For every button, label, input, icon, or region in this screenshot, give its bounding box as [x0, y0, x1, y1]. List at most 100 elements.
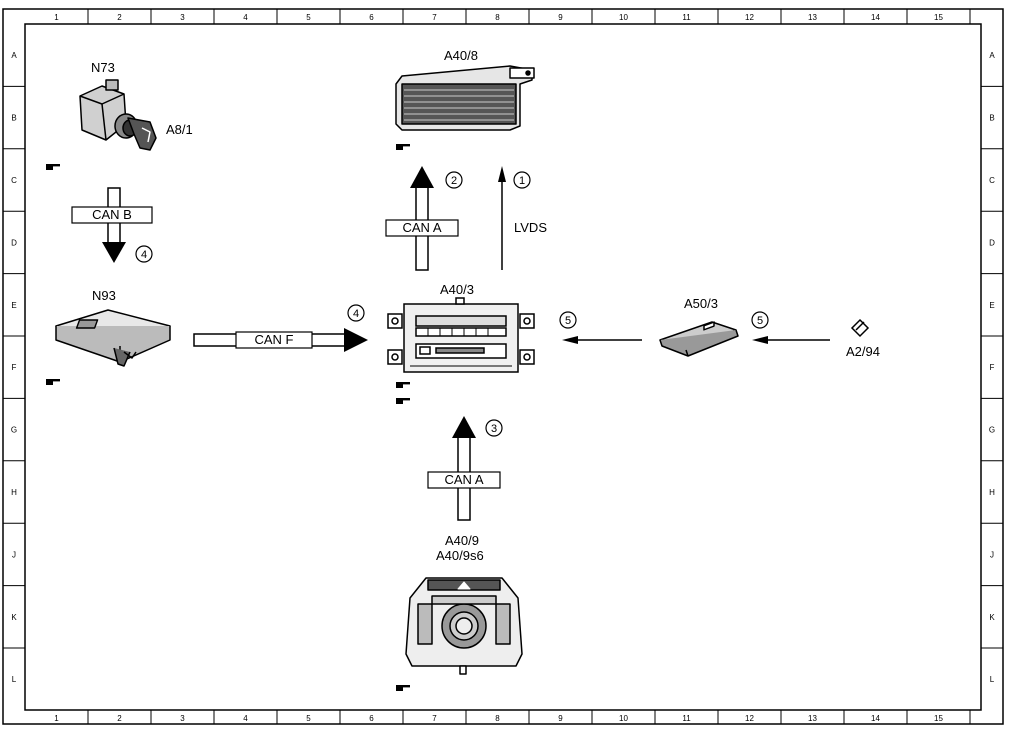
grid-row-label-left: H	[11, 488, 17, 497]
can-b-label: CAN B	[92, 207, 132, 222]
label-n93: N93	[92, 288, 116, 303]
can-a-top-connection: CAN A 2	[385, 166, 463, 271]
can-a-top-label-box	[385, 219, 459, 237]
grid-col-label-bottom: 1	[54, 714, 59, 723]
display-unit-icon	[395, 65, 535, 131]
control-unit-icon	[55, 309, 171, 367]
grid-row-label-left: D	[11, 238, 17, 247]
grid-col-label-bottom: 3	[180, 714, 185, 723]
antenna-module-icon	[659, 321, 739, 357]
ignition-switch-icon	[79, 79, 157, 151]
grid-col-label-top: 13	[808, 13, 817, 22]
can-f-label-box	[235, 331, 313, 349]
grid-row-label-right: E	[989, 301, 994, 310]
lvds-connection: LVDS 1	[498, 166, 547, 270]
callout-2: 2	[451, 175, 457, 187]
label-a40-8: A40/8	[444, 48, 478, 63]
line-5-right: 5	[751, 311, 830, 344]
pointing-hand-icon	[396, 382, 410, 388]
grid-row-label-left: E	[11, 301, 16, 310]
can-a-bottom-connection: CAN A 3	[427, 416, 503, 521]
label-a40-9: A40/9	[445, 533, 479, 548]
callout-1: 1	[519, 175, 525, 187]
grid-row-label-left: L	[12, 675, 17, 684]
grid-col-label-bottom: 6	[369, 714, 374, 723]
grid-row-label-left: J	[12, 550, 16, 559]
grid-row-label-right: L	[990, 675, 995, 684]
grid-row-label-left: A	[11, 51, 17, 60]
n93-module: N93	[46, 288, 171, 385]
outer-frame	[2, 8, 1004, 725]
grid-row-label-left: F	[12, 363, 17, 372]
a40-9-control-panel: A40/9 A40/9s6	[396, 533, 523, 691]
label-a50-3: A50/3	[684, 296, 718, 311]
grid-col-label-top: 4	[243, 13, 248, 22]
pointing-hand-icon	[46, 379, 60, 385]
grid-col-label-bottom: 15	[934, 714, 943, 723]
label-a40-9s6: A40/9s6	[436, 548, 484, 563]
grid-row-label-right: D	[989, 238, 995, 247]
grid-col-label-bottom: 11	[682, 714, 691, 723]
grid-col-label-top: 7	[432, 13, 437, 22]
a50-3-module: A50/3	[659, 296, 739, 357]
label-a8-1: A8/1	[166, 122, 193, 137]
grid-col-label-top: 3	[180, 13, 185, 22]
n73-ignition-switch: N73 A8/1	[46, 60, 193, 170]
antenna-symbol-icon	[850, 318, 870, 338]
callout-4-mid: 4	[353, 308, 359, 320]
can-a-bottom-label-box	[427, 471, 501, 489]
grid-col-label-bottom: 14	[871, 714, 880, 723]
can-f-label: CAN F	[255, 332, 294, 347]
label-n73: N73	[91, 60, 115, 75]
can-a-bottom-label: CAN A	[444, 472, 483, 487]
grid-col-label-top: 5	[306, 13, 311, 22]
grid-row-label-right: A	[989, 51, 995, 60]
label-a2-94: A2/94	[846, 344, 880, 359]
grid-col-label-bottom: 10	[619, 714, 628, 723]
pointing-hand-icon	[396, 144, 410, 150]
can-b-label-box	[71, 206, 153, 224]
grid-col-label-top: 2	[117, 13, 122, 22]
grid-col-label-top: 10	[619, 13, 628, 22]
grid-col-label-bottom: 8	[495, 714, 500, 723]
grid-row-label-left: B	[11, 114, 16, 123]
grid-row-label-right: F	[990, 363, 995, 372]
callout-4-left: 4	[141, 249, 147, 261]
can-b-connection: CAN B 4	[71, 187, 153, 263]
lvds-label: LVDS	[514, 220, 547, 235]
grid-col-label-top: 6	[369, 13, 374, 22]
grid-row-label-left: G	[11, 426, 17, 435]
grid-col-label-bottom: 9	[558, 714, 563, 723]
grid-col-label-bottom: 13	[808, 714, 817, 723]
grid-col-label-top: 9	[558, 13, 563, 22]
a40-3-head-unit: A40/3	[387, 282, 535, 404]
pointing-hand-icon	[396, 685, 410, 691]
can-f-connection: CAN F 4	[193, 304, 368, 352]
label-a40-3: A40/3	[440, 282, 474, 297]
grid-row-label-right: H	[989, 488, 995, 497]
a40-8-display: A40/8	[395, 48, 535, 150]
grid-col-label-top: 14	[871, 13, 880, 22]
callout-5-right: 5	[757, 315, 763, 327]
grid-col-label-bottom: 4	[243, 714, 248, 723]
grid-col-label-top: 11	[682, 13, 691, 22]
grid-row-label-left: C	[11, 176, 17, 185]
grid-col-label-top: 8	[495, 13, 500, 22]
grid-row-label-left: K	[11, 613, 17, 622]
grid-row-label-right: B	[989, 114, 994, 123]
grid-ticks	[3, 9, 1003, 724]
grid-col-label-top: 1	[54, 13, 59, 22]
grid-col-label-bottom: 5	[306, 714, 311, 723]
pointing-hand-icon	[396, 398, 410, 404]
inner-frame	[24, 23, 982, 711]
grid-row-label-right: G	[989, 426, 995, 435]
head-unit-icon	[387, 297, 535, 373]
grid-row-label-right: C	[989, 176, 995, 185]
grid-labels: 1122334455667788991010111112121313141415…	[11, 13, 995, 723]
line-5-left: 5	[559, 311, 642, 344]
callout-5-left: 5	[565, 315, 571, 327]
pointing-hand-icon	[46, 164, 60, 170]
grid-col-label-top: 12	[745, 13, 754, 22]
callout-3: 3	[491, 423, 497, 435]
